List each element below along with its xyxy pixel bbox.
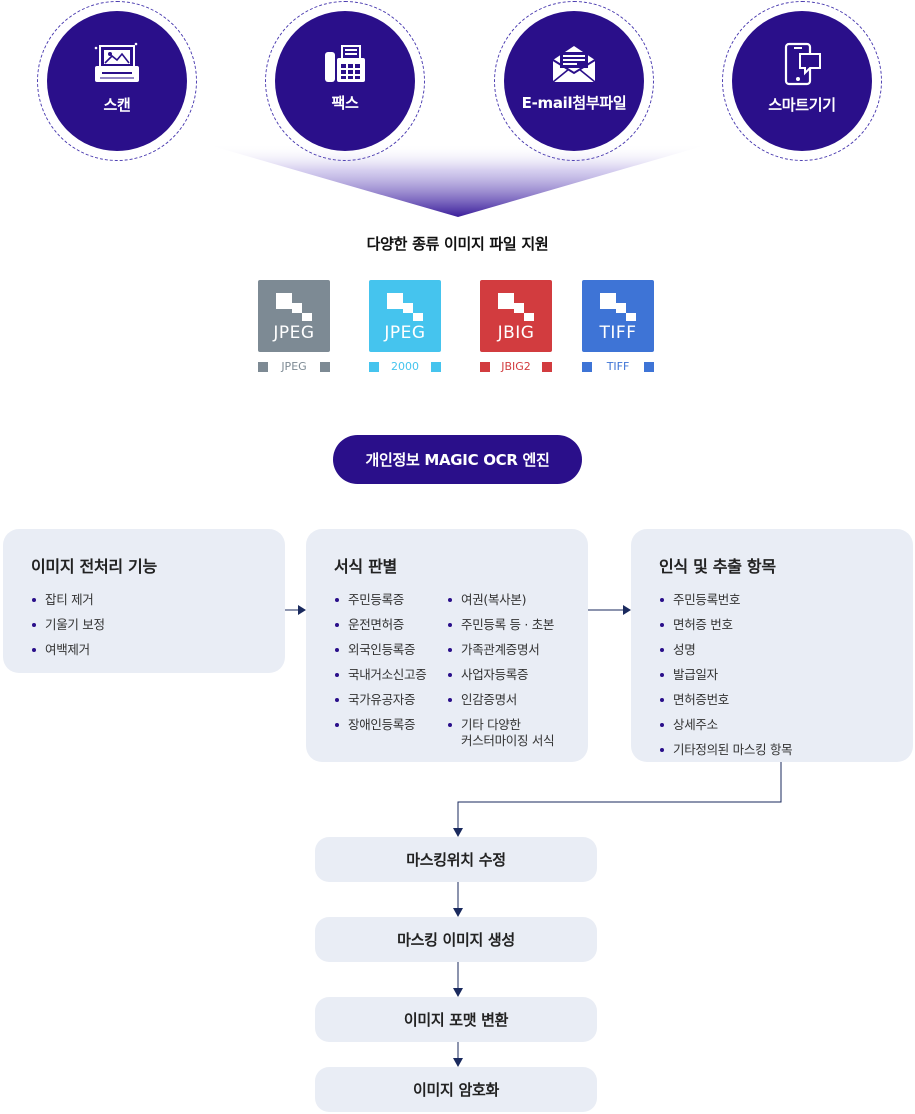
image-file-icon [387,293,423,321]
list-item: 면허증 번호 [659,612,885,637]
arrow-right-icon [623,605,631,615]
list-item: 인감증명서 [447,687,560,712]
format-code: JBIG [497,323,535,343]
format-caption: JBIG2 [501,360,531,373]
format-tile: TIFF [582,280,654,352]
format-tiff: TIFF TIFF [582,280,654,374]
list-item: 국내거소신고증 [334,662,447,687]
arrow-down-icon [453,988,463,997]
format-code: JPEG [384,323,426,343]
format-jpeg2000: JPEG 2000 [369,280,441,374]
bullet-square-icon [369,362,379,372]
list-item: 잡티 제거 [31,587,257,612]
format-caption-row: 2000 [369,360,441,374]
list-item: 기울기 보정 [31,612,257,637]
format-caption-row: JPEG [258,360,330,374]
list-item: 외국인등록증 [334,637,447,662]
source-email: E-mail첨부파일 [494,1,654,161]
step-masking-position-edit: 마스킹위치 수정 [315,837,597,882]
list-item: 사업자등록증 [447,662,560,687]
list-item: 발급일자 [659,662,885,687]
bullet-square-icon [320,362,330,372]
bullet-square-icon [258,362,268,372]
source-smart-device: 스마트기기 [722,1,882,161]
source-scan: 스캔 [37,1,197,161]
funnel-graphic [205,144,710,217]
preprocess-list: 잡티 제거 기울기 보정 여백제거 [31,587,257,662]
arrow-down-icon [453,828,463,837]
step-masking-image-create: 마스킹 이미지 생성 [315,917,597,962]
step-image-encrypt: 이미지 암호화 [315,1067,597,1112]
format-jpeg: JPEG JPEG [258,280,330,374]
bullet-square-icon [542,362,552,372]
list-item: 주민등록번호 [659,587,885,612]
box-title: 인식 및 추출 항목 [659,557,776,576]
list-item: 국가유공자증 [334,687,447,712]
format-tile: JPEG [258,280,330,352]
box-title: 서식 판별 [334,557,397,576]
list-item: 주민등록증 [334,587,447,612]
form-detection-box: 서식 판별 주민등록증 운전면허증 외국인등록증 국내거소신고증 국가유공자증 … [306,529,588,762]
list-item: 장애인등록증 [334,712,447,737]
format-tile: JBIG [480,280,552,352]
image-file-icon [498,293,534,321]
list-item: 성명 [659,637,885,662]
bullet-square-icon [644,362,654,372]
format-caption: TIFF [606,360,630,373]
format-caption-row: JBIG2 [480,360,552,374]
format-code: TIFF [599,323,637,343]
source-label: E-mail첨부파일 [521,93,627,112]
list-item: 운전면허증 [334,612,447,637]
bullet-square-icon [431,362,441,372]
format-tile: JPEG [369,280,441,352]
list-item: 가족관계증명서 [447,637,560,662]
fax-icon [325,44,365,82]
list-item-multiline: 기타 다양한 커스터마이징 서식 [447,712,560,749]
format-caption: 2000 [391,360,419,373]
source-label: 스마트기기 [768,95,836,114]
arrow-down-icon [453,1058,463,1067]
smartphone-icon [784,42,821,85]
list-item: 면허증번호 [659,687,885,712]
arrow-down-icon [453,908,463,917]
list-item-line: 기타 다양한 [461,717,521,732]
step-image-format-convert: 이미지 포맷 변환 [315,997,597,1042]
formats-title: 다양한 종류 이미지 파일 지원 [366,235,549,253]
scanner-icon [94,42,139,82]
envelope-icon [552,45,596,83]
recognition-box: 인식 및 추출 항목 주민등록번호 면허증 번호 성명 발급일자 면허증번호 상… [631,529,913,762]
list-item: 여백제거 [31,637,257,662]
box-title: 이미지 전처리 기능 [31,557,157,576]
format-caption: JPEG [281,360,307,373]
bullet-square-icon [480,362,490,372]
list-item: 상세주소 [659,712,885,737]
form-list-right: 여권(복사본) 주민등록 등 · 초본 가족관계증명서 사업자등록증 인감증명서… [447,587,560,749]
source-fax: 팩스 [265,1,425,161]
bullet-square-icon [582,362,592,372]
arrow-right-icon [298,605,306,615]
recognition-list: 주민등록번호 면허증 번호 성명 발급일자 면허증번호 상세주소 기타정의된 마… [659,587,885,762]
format-jbig: JBIG JBIG2 [480,280,552,374]
image-file-icon [276,293,312,321]
image-file-icon [600,293,636,321]
form-list-left: 주민등록증 운전면허증 외국인등록증 국내거소신고증 국가유공자증 장애인등록증 [334,587,447,749]
list-item: 여권(복사본) [447,587,560,612]
source-label: 스캔 [103,95,131,114]
preprocess-box: 이미지 전처리 기능 잡티 제거 기울기 보정 여백제거 [3,529,285,673]
ocr-engine-badge: 개인정보 MAGIC OCR 엔진 [333,435,582,484]
list-item: 주민등록 등 · 초본 [447,612,560,637]
source-label: 팩스 [331,93,359,112]
list-item-line: 커스터마이징 서식 [461,733,555,748]
format-caption-row: TIFF [582,360,654,374]
list-item: 기타정의된 마스킹 항목 [659,737,885,762]
format-code: JPEG [273,323,315,343]
